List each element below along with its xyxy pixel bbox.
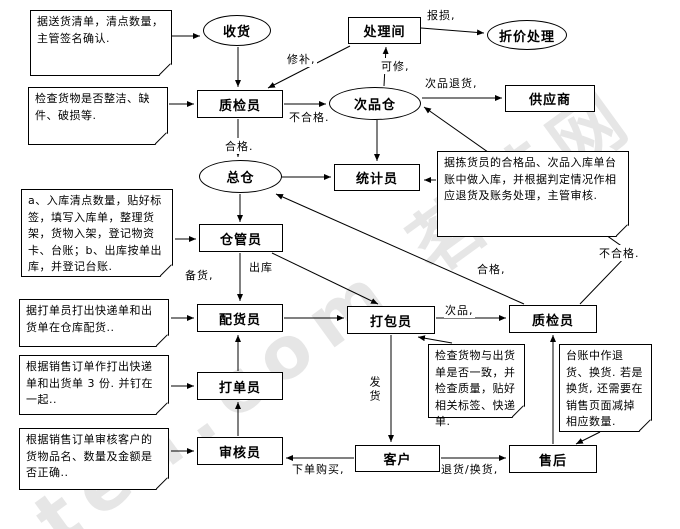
edge-label-repairable: 可修, — [380, 58, 411, 74]
note-statistician-text: 据拣货员的合格品、次品入库单台账中做入库，并根据判定情况作相应退货及账务处理，主… — [444, 156, 617, 202]
note-inspection: 检查货物是否整洁、缺件、破损等. — [28, 87, 179, 156]
edge-label-stock-out: 出库 — [248, 259, 274, 275]
note-after-sales: 台账中作退货、换货. 若是换货, 还需要在销售页面减掉相应数量. — [559, 344, 663, 443]
node-supplier: 供应商 — [505, 85, 595, 112]
note-receiving-text: 据送货清单，清点数量，主管签名确认. — [37, 15, 164, 45]
note-after-sales-text: 台账中作退货、换货. 若是换货, 还需要在销售页面减掉相应数量. — [566, 349, 643, 428]
note-statistician: 据拣货员的合格品、次品入库单台账中做入库，并根据判定情况作相应退货及账务处理，主… — [437, 151, 640, 248]
edge-label-qualified-2: 合格, — [476, 261, 507, 277]
node-discount-processing: 折价处理 — [487, 20, 567, 50]
edge-label-return-exchange: 退货/换货, — [440, 461, 500, 477]
note-order-printer-text: 根据销售订单作打出快递单和出货单 3 份. 并钉在一起.. — [26, 360, 153, 406]
edge-label-repair: 修补, — [286, 51, 317, 67]
node-quality-inspector-2: 质检员 — [509, 305, 597, 333]
node-after-sales: 售后 — [509, 445, 597, 473]
node-main-warehouse: 总仓 — [199, 160, 282, 193]
edge-label-unqualified-2: 不合格. — [598, 245, 641, 261]
edge-label-defect-return: 次品退货, — [424, 75, 479, 91]
note-receiving: 据送货清单，清点数量，主管签名确认. — [30, 10, 183, 87]
node-statistician: 统计员 — [334, 164, 420, 191]
note-picker: 据打单员打出快递单和出货单在仓库配货.. — [19, 299, 180, 358]
note-picker-text: 据打单员打出快递单和出货单在仓库配货.. — [26, 304, 153, 334]
note-packer: 检查货物与出货单是否一致，并检查质量，贴好相关标签、快递单. — [428, 344, 536, 429]
node-packer: 打包员 — [347, 306, 435, 334]
note-auditor-text: 根据销售订单审核客户的货物品名、数量及金额是否正确.. — [26, 433, 153, 479]
node-picker: 配货员 — [197, 304, 283, 332]
node-order-printer: 打单员 — [197, 372, 283, 400]
node-customer: 客户 — [355, 445, 440, 472]
note-inspection-text: 检查货物是否整洁、缺件、破损等. — [35, 92, 150, 122]
node-auditor: 审核员 — [197, 437, 283, 465]
edge-label-prepare-goods: 备货, — [184, 267, 215, 283]
edge-label-defect: 次品, — [444, 302, 475, 318]
edge-label-unqualified-1: 不合格. — [288, 109, 331, 125]
edge-label-ship: 发货 — [366, 375, 382, 405]
node-quality-inspector-1: 质检员 — [197, 90, 283, 118]
edge-label-report-loss: 报损, — [426, 7, 457, 23]
note-packer-text: 检查货物与出货单是否一致，并检查质量，贴好相关标签、快递单. — [435, 349, 516, 428]
note-order-printer: 根据销售订单作打出快递单和出货单 3 份. 并钉在一起.. — [19, 355, 180, 426]
node-defect-warehouse: 次品仓 — [329, 87, 421, 120]
node-receive: 收货 — [203, 15, 271, 46]
note-warehouse-keeper-text: a、入库清点数量，贴好标签，填写入库单，整理货架，货物入架，登记物资卡、台账；b… — [28, 194, 162, 273]
note-warehouse-keeper: a、入库清点数量，贴好标签，填写入库单，整理货架，货物入架，登记物资卡、台账；b… — [21, 189, 184, 288]
edge-label-place-order: 下单购买, — [291, 461, 346, 477]
node-warehouse-keeper: 仓管员 — [199, 224, 283, 252]
edge-label-qualified-1: 合格. — [224, 138, 255, 154]
node-processing-room: 处理间 — [348, 17, 421, 44]
note-auditor: 根据销售订单审核客户的货物品名、数量及金额是否正确.. — [19, 428, 180, 501]
